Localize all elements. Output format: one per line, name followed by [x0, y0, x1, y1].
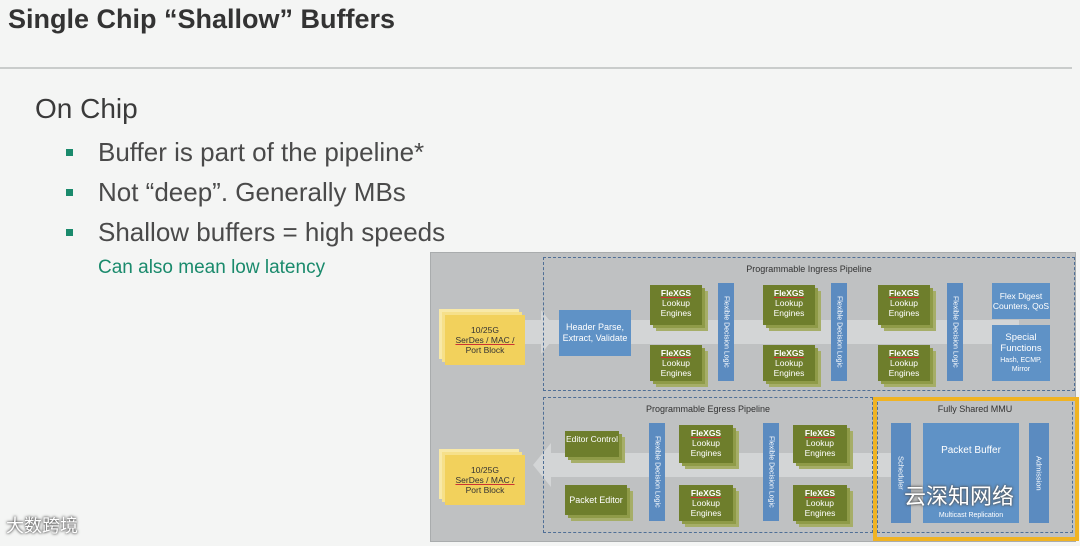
decision-logic-bar: Flexible Decision Logic — [649, 423, 665, 521]
packet-editor-box: Packet Editor — [565, 485, 627, 515]
decision-logic-bar: Flexible Decision Logic — [831, 283, 847, 381]
sub-note: Can also mean low latency — [98, 257, 326, 278]
special-functions-detail: Hash, ECMP, Mirror — [1000, 357, 1042, 373]
egress-port-block: 10/25G SerDes / MAC / Port Block — [445, 455, 525, 505]
mmu-highlight-frame — [873, 397, 1079, 541]
ingress-pipeline: Programmable Ingress Pipeline — [543, 257, 1075, 391]
admission-bar: Admission — [1029, 423, 1049, 523]
bullet-marker — [66, 229, 73, 236]
packet-buffer-label: Packet Buffer — [941, 445, 1001, 456]
egress-title: Programmable Egress Pipeline — [645, 404, 771, 414]
pipeline-diagram: Programmable Ingress Pipeline 10/25G Ser… — [430, 252, 1079, 542]
header-parse-box: Header Parse, Extract, Validate — [559, 310, 631, 356]
port-block-label: Port Block — [465, 485, 505, 495]
decision-logic-bar: Flexible Decision Logic — [718, 283, 734, 381]
port-block-label: Port Block — [465, 345, 505, 355]
watermark-right: 云深知网络 — [904, 484, 1015, 509]
port-block-speed: 10/25G — [471, 325, 499, 335]
special-functions-title: Special Functions — [1000, 332, 1042, 354]
slide-title: Single Chip “Shallow” Buffers — [8, 4, 396, 34]
ingress-title: Programmable Ingress Pipeline — [746, 264, 872, 274]
title-divider — [0, 67, 1072, 69]
multicast-label: Multicast Replication — [938, 512, 1004, 519]
section-heading: On Chip — [35, 93, 138, 124]
bullet-item: Shallow buffers = high speeds — [66, 217, 445, 248]
scheduler-bar: Scheduler — [891, 423, 911, 523]
port-block-speed: 10/25G — [471, 465, 499, 475]
bullet-item: Not “deep”. Generally MBs — [66, 177, 406, 208]
bullet-text: Buffer is part of the pipeline* — [98, 137, 425, 167]
special-functions-box: Special Functions Hash, ECMP, Mirror — [992, 325, 1050, 381]
bullet-marker — [66, 189, 73, 196]
decision-logic-bar: Flexible Decision Logic — [947, 283, 963, 381]
ingress-arrow — [541, 310, 559, 354]
packet-buffer-box: Packet Buffer Multicast Replication — [923, 423, 1019, 523]
flex-digest-box: Flex Digest Counters, QoS — [992, 283, 1050, 319]
bullet-item: Buffer is part of the pipeline* — [66, 137, 424, 168]
bullet-text: Shallow buffers = high speeds — [98, 217, 446, 247]
ingress-port-block: 10/25G SerDes / MAC / Port Block — [445, 315, 525, 365]
editor-control-box: Editor Control — [565, 431, 619, 457]
port-block-serdes: SerDes / MAC / — [455, 475, 515, 485]
decision-logic-bar: Flexible Decision Logic — [763, 423, 779, 521]
egress-arrow — [533, 443, 551, 487]
bullet-text: Not “deep”. Generally MBs — [98, 177, 406, 207]
mmu-title: Fully Shared MMU — [937, 404, 1013, 414]
bullet-marker — [66, 149, 73, 156]
port-block-serdes: SerDes / MAC / — [455, 335, 515, 345]
egress-pipeline: Programmable Egress Pipeline — [543, 397, 873, 533]
watermark-left: 大数跨境 — [6, 516, 78, 536]
